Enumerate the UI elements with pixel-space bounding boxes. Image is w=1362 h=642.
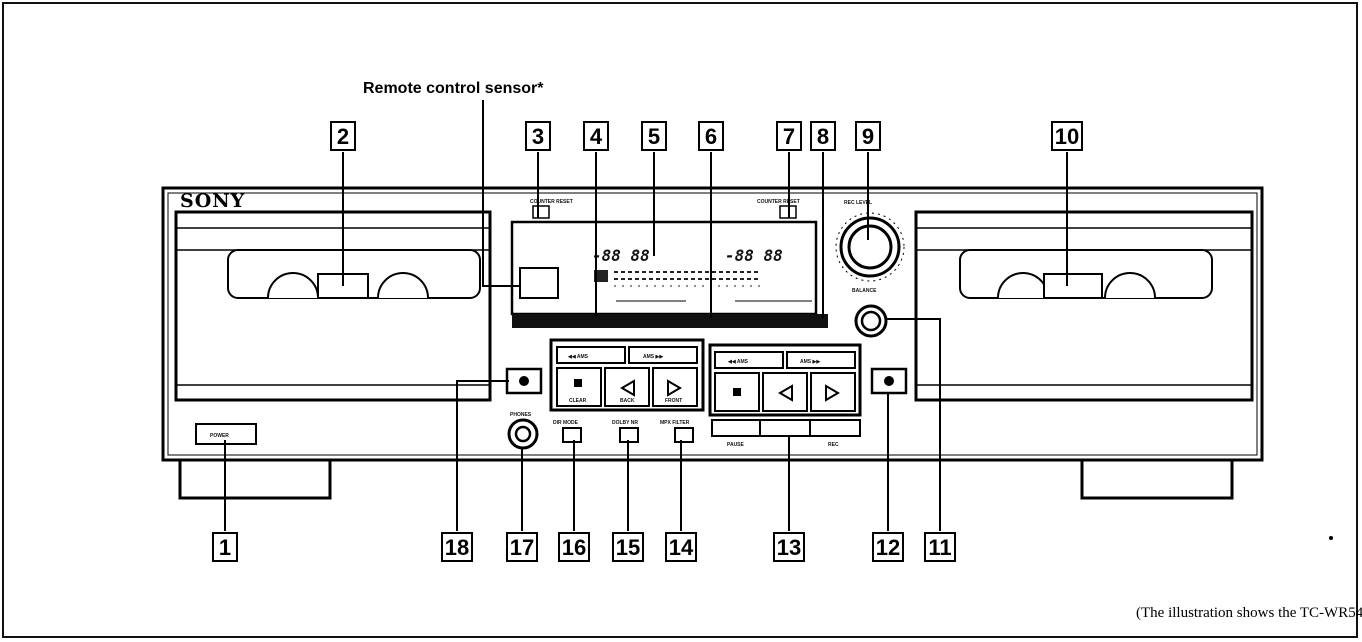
svg-text:◀◀ AMS: ◀◀ AMS bbox=[567, 354, 589, 360]
svg-text:AMS ▶▶: AMS ▶▶ bbox=[800, 359, 821, 365]
callout-box-3 bbox=[525, 121, 551, 151]
sensor-label: Remote control sensor* bbox=[363, 80, 544, 97]
stray-mark bbox=[1329, 536, 1333, 540]
callout-number-4: 4 bbox=[590, 124, 603, 149]
callout-box-13 bbox=[773, 532, 805, 562]
right-foot bbox=[1080, 458, 1234, 500]
rec-level-label: REC LEVEL bbox=[844, 200, 872, 206]
callout-number-6: 6 bbox=[705, 124, 717, 149]
callout-box-8 bbox=[810, 121, 836, 151]
counter-reset-a-button[interactable] bbox=[532, 205, 550, 219]
svg-text:DIR MODE: DIR MODE bbox=[553, 420, 579, 426]
callout-number-10: 10 bbox=[1055, 124, 1079, 149]
dir-mode-switch[interactable] bbox=[562, 427, 582, 443]
phones-label: PHONES bbox=[510, 412, 532, 418]
balance-label: BALANCE bbox=[852, 288, 877, 294]
brand-logo: SONY bbox=[180, 190, 245, 212]
svg-text:◀◀ AMS: ◀◀ AMS bbox=[727, 359, 749, 365]
power-label: POWER bbox=[210, 433, 229, 439]
callout-number-18: 18 bbox=[445, 535, 469, 560]
callout-box-2 bbox=[330, 121, 356, 151]
callout-number-1: 1 bbox=[219, 535, 231, 560]
illustration-caption: (The illustration shows the TC-WR545.) bbox=[1136, 605, 1362, 621]
svg-text:BACK: BACK bbox=[620, 398, 635, 404]
svg-text:PAUSE: PAUSE bbox=[727, 442, 745, 448]
callout-number-7: 7 bbox=[783, 124, 795, 149]
svg-text:DOLBY NR: DOLBY NR bbox=[612, 420, 638, 426]
callout-box-16 bbox=[558, 532, 590, 562]
callout-number-15: 15 bbox=[616, 535, 640, 560]
callout-box-5 bbox=[641, 121, 667, 151]
callout-box-15 bbox=[612, 532, 644, 562]
svg-text:REC: REC bbox=[828, 442, 839, 448]
deck-a-transport: ◀◀ AMS AMS ▶▶ CLEAR BACK FRONT bbox=[549, 338, 705, 412]
callout-box-1 bbox=[212, 532, 238, 562]
display-window bbox=[510, 220, 818, 316]
deck-b-transport: ◀◀ AMS AMS ▶▶ bbox=[708, 343, 862, 417]
callout-box-18 bbox=[441, 532, 473, 562]
callout-number-11: 11 bbox=[928, 535, 951, 560]
svg-text:FRONT: FRONT bbox=[665, 398, 682, 404]
svg-text:CLEAR: CLEAR bbox=[569, 398, 587, 404]
callout-number-17: 17 bbox=[510, 535, 534, 560]
counter-reset-b-label: COUNTER RESET bbox=[757, 199, 800, 205]
callout-box-7 bbox=[776, 121, 802, 151]
display-counter-a: -88 88 bbox=[592, 246, 650, 265]
counter-reset-a-label: COUNTER RESET bbox=[530, 199, 573, 205]
display-counter-b: -88 88 bbox=[725, 246, 783, 265]
deck-b-rec-controls: PAUSE REC bbox=[711, 419, 861, 448]
remote-sensor bbox=[519, 267, 559, 299]
callout-box-12 bbox=[872, 532, 904, 562]
callout-box-4 bbox=[583, 121, 609, 151]
callout-number-9: 9 bbox=[862, 124, 874, 149]
callout-box-10 bbox=[1051, 121, 1083, 151]
dolby-nr-switch[interactable] bbox=[619, 427, 639, 443]
left-foot bbox=[178, 458, 332, 500]
callout-number-8: 8 bbox=[817, 124, 829, 149]
callout-number-5: 5 bbox=[648, 124, 660, 149]
mpx-filter-switch[interactable] bbox=[674, 427, 694, 443]
callout-number-2: 2 bbox=[337, 124, 349, 149]
callout-number-12: 12 bbox=[876, 535, 900, 560]
callout-box-11 bbox=[924, 532, 956, 562]
level-meter bbox=[614, 271, 760, 287]
callout-number-16: 16 bbox=[562, 535, 586, 560]
callout-box-14 bbox=[665, 532, 697, 562]
deck-a bbox=[174, 210, 492, 402]
callout-number-14: 14 bbox=[669, 535, 694, 560]
callout-number-13: 13 bbox=[777, 535, 801, 560]
svg-text:AMS ▶▶: AMS ▶▶ bbox=[643, 354, 664, 360]
callout-box-6 bbox=[698, 121, 724, 151]
callout-box-17 bbox=[506, 532, 538, 562]
display-indicator bbox=[594, 270, 608, 282]
svg-text:MPX FILTER: MPX FILTER bbox=[660, 420, 690, 426]
callout-box-9 bbox=[855, 121, 881, 151]
deck-b bbox=[914, 210, 1254, 402]
leader-lines bbox=[224, 100, 1068, 531]
function-buttons bbox=[512, 314, 828, 328]
callout-number-3: 3 bbox=[532, 124, 544, 149]
